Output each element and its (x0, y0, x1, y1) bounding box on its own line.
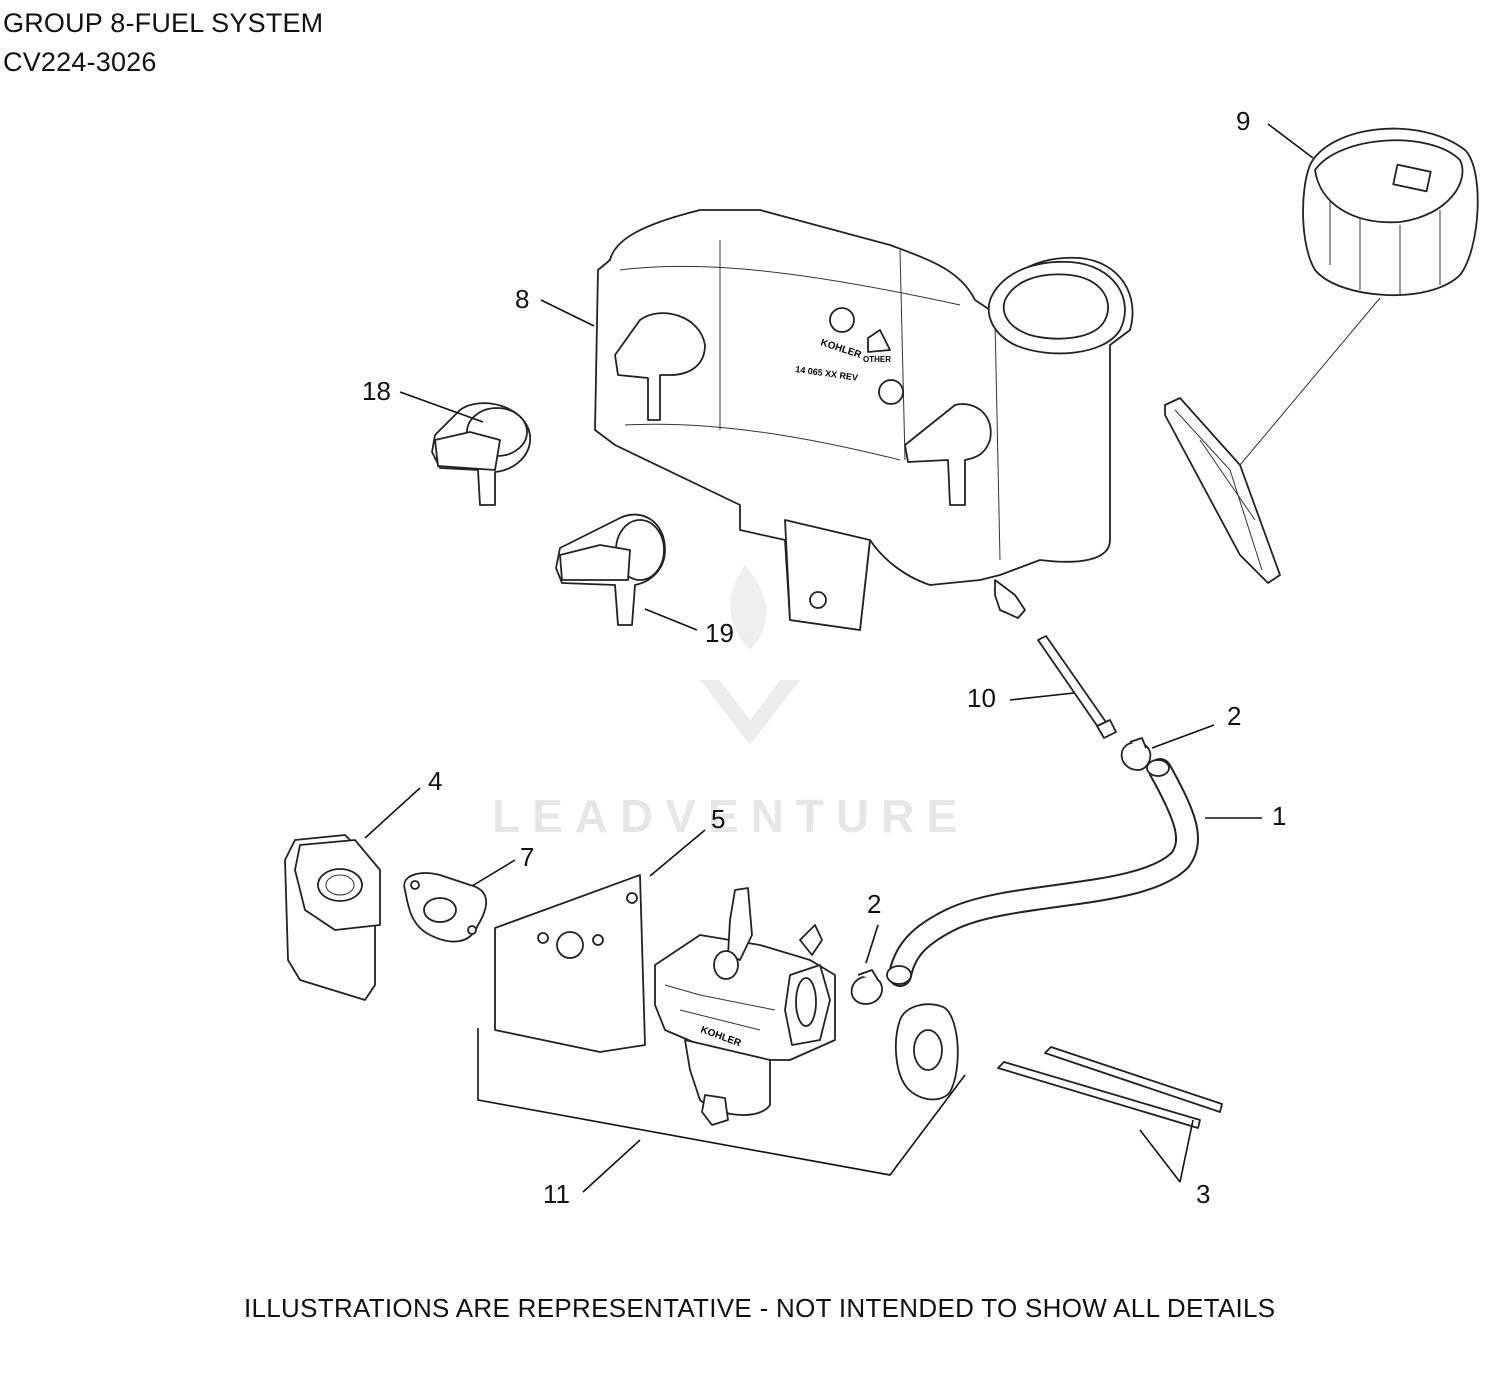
callout-7: 7 (520, 842, 534, 872)
heat-shield-plate (494, 874, 646, 1053)
fuel-line (886, 758, 1199, 987)
callout-2-lower: 2 (867, 889, 881, 919)
callout-8: 8 (515, 284, 529, 314)
callout-5: 5 (711, 804, 725, 834)
callout-3: 3 (1196, 1179, 1210, 1209)
intake-adapter (284, 834, 381, 1001)
callout-18: 18 (362, 376, 391, 406)
mount-grommet-18 (431, 402, 531, 506)
gasket-7 (403, 872, 487, 943)
carburetor: KOHLER (654, 887, 836, 1126)
hose-clamp-lower (850, 969, 883, 1005)
watermark-logo: LEADVENTURE (492, 565, 969, 842)
callout-19: 19 (705, 618, 734, 648)
studs (997, 1046, 1223, 1129)
hose-clamp-upper (1120, 737, 1152, 771)
callout-10: 10 (967, 683, 996, 713)
tank-other-marking: OTHER (863, 355, 891, 364)
callout-11: 11 (543, 1179, 570, 1209)
page-title: GROUP 8-FUEL SYSTEM (3, 8, 324, 38)
disclaimer-note: ILLUSTRATIONS ARE REPRESENTATIVE - NOT I… (244, 1293, 1276, 1323)
fuel-cap (1164, 127, 1479, 584)
callout-labels: 9 8 18 19 10 2 1 4 5 7 2 11 3 (362, 106, 1286, 1209)
screw-10 (1037, 635, 1117, 739)
fuel-tank: KOHLER 14 065 XX REV OTHER (594, 209, 1134, 631)
mount-grommet-19 (555, 513, 666, 626)
callout-1: 1 (1272, 801, 1286, 831)
watermark-text: LEADVENTURE (492, 790, 969, 842)
model-number: CV224-3026 (3, 47, 157, 77)
leader-lines (364, 123, 1314, 1193)
callout-9: 9 (1236, 106, 1250, 136)
callout-4: 4 (428, 766, 442, 796)
gasket-carb (895, 1003, 959, 1101)
callout-2-upper: 2 (1227, 701, 1241, 731)
